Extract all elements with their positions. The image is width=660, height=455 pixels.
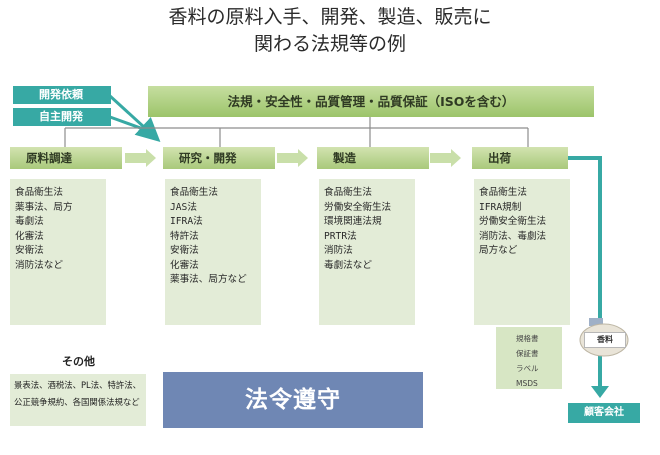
other-heading: その他	[62, 355, 95, 368]
stage-research-development: 研究・開発	[163, 147, 275, 169]
doc-spec-sheet: 規格書	[516, 334, 539, 343]
law-item: 化審法	[15, 230, 44, 242]
other-laws-box: 景表法、酒税法、PL法、特許法、 公正競争規約、各国関係法規など	[10, 374, 146, 426]
fragrance-label: 香料	[584, 332, 626, 348]
law-item: 薬事法、局方	[15, 201, 73, 213]
doc-certificate: 保証書	[516, 349, 539, 358]
law-item: 食品衛生法	[479, 187, 527, 198]
law-item: 薬事法、局方など	[170, 274, 247, 285]
law-item: 労働安全衛生法	[479, 216, 547, 227]
quality-regulation-banner: 法規・安全性・品質管理・品質保証（ISOを含む）	[148, 86, 594, 117]
stage-procurement: 原料調達	[10, 147, 122, 169]
doc-msds: MSDS	[516, 379, 538, 388]
other-laws-line-2: 公正競争規約、各国関係法規など	[14, 397, 140, 407]
tag-voluntary-development: 自主開発	[13, 108, 111, 126]
law-item: 化審法	[170, 259, 199, 271]
law-item: 毒劇法など	[324, 259, 372, 271]
law-item: 食品衛生法	[15, 187, 63, 198]
law-item: 消防法、毒劇法	[479, 230, 547, 242]
banner-bracket	[64, 117, 529, 147]
law-item: IFRA法	[170, 216, 203, 227]
law-item: 食品衛生法	[170, 187, 218, 198]
diagram-title: 香料の原料入手、開発、製造、販売に 関わる法規等の例	[0, 4, 660, 58]
legal-compliance-block: 法令遵守	[163, 372, 423, 428]
stage-flow-arrows	[125, 149, 461, 167]
title-line-2: 関わる法規等の例	[253, 33, 406, 55]
law-item: JAS法	[170, 201, 197, 213]
other-laws-line-1: 景表法、酒税法、PL法、特許法、	[14, 380, 141, 390]
shipping-documents: 規格書 保証書 ラベル MSDS	[496, 327, 562, 389]
title-line-1: 香料の原料入手、開発、製造、販売に	[168, 6, 492, 28]
shipping-arrowhead	[591, 386, 609, 398]
shipping-flow-line	[568, 156, 602, 388]
panel-manufacturing-laws: 食品衛生法 労働安全衛生法 環境関連法規 PRTR法 消防法 毒劇法など	[319, 179, 415, 325]
law-item: 安衛法	[170, 245, 199, 256]
stage-shipping: 出荷	[472, 147, 568, 169]
customer-company: 顧客会社	[568, 403, 640, 423]
law-item: 安衛法	[15, 245, 44, 256]
request-arrow	[108, 94, 161, 143]
law-item: 局方など	[479, 245, 518, 256]
law-item: 特許法	[170, 230, 199, 242]
panel-research-laws: 食品衛生法 JAS法 IFRA法 特許法 安衛法 化審法 薬事法、局方など	[165, 179, 261, 325]
law-item: 消防法	[324, 245, 353, 256]
panel-shipping-laws: 食品衛生法 IFRA規制 労働安全衛生法 消防法、毒劇法 局方など	[474, 179, 570, 325]
stage-manufacturing: 製造	[317, 147, 429, 169]
law-item: 毒劇法	[15, 216, 44, 227]
law-item: 労働安全衛生法	[324, 201, 392, 213]
law-item: IFRA規制	[479, 201, 522, 213]
tag-development-request: 開発依頼	[13, 86, 111, 104]
law-item: 食品衛生法	[324, 187, 372, 198]
panel-procurement-laws: 食品衛生法 薬事法、局方 毒劇法 化審法 安衛法 消防法など	[10, 179, 106, 325]
law-item: PRTR法	[324, 230, 357, 242]
law-item: 消防法など	[15, 259, 63, 271]
doc-label: ラベル	[516, 364, 539, 373]
law-item: 環境関連法規	[324, 216, 382, 227]
